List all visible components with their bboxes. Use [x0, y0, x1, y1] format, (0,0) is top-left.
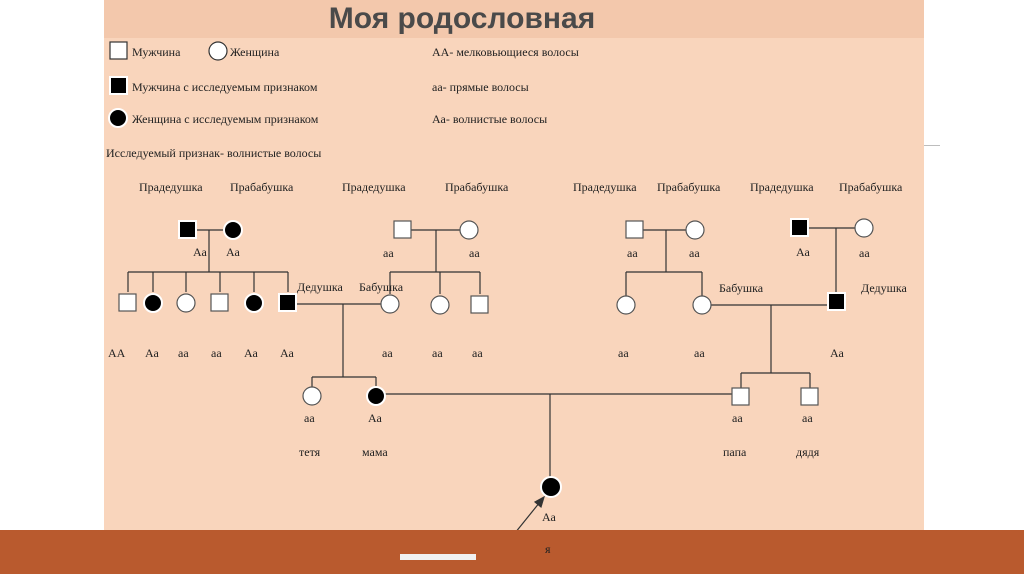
- ggf1-genotype: Аа: [193, 245, 207, 259]
- me-symbol: [540, 476, 562, 498]
- legend-female-label: Женщина: [230, 45, 280, 59]
- aunt-label: тетя: [299, 445, 321, 459]
- ggm1-label: Прабабушка: [230, 180, 294, 194]
- ggm2-label: Прабабушка: [445, 180, 509, 194]
- father-genotype: аа: [732, 411, 743, 425]
- me-genotype: Аа: [542, 510, 556, 524]
- c7-genotype: аа: [432, 346, 443, 360]
- ggm3-label: Прабабушка: [657, 180, 721, 194]
- legend-affected-male-symbol: [109, 76, 128, 95]
- grandfather-right-label: Дедушка: [861, 281, 907, 295]
- ggf2-label: Прадедушка: [342, 180, 406, 194]
- c1-genotype: АА: [108, 346, 126, 360]
- grandfather-left-label: Дедушка: [297, 280, 343, 294]
- ggf1-symbol: [178, 220, 197, 239]
- r1-symbol: [616, 295, 636, 315]
- r1-genotype: аа: [618, 346, 629, 360]
- grandmother-right-label: Бабушка: [719, 281, 764, 295]
- c2-genotype: Аа: [145, 346, 159, 360]
- ggm1-genotype: Аа: [226, 245, 240, 259]
- trait-description: Исследуемый признак- волнистые волосы: [106, 146, 322, 160]
- legend-affected-male-label: Мужчина с исследуемым признаком: [132, 80, 318, 94]
- father-label: папа: [723, 445, 747, 459]
- grandfather-right-symbol: [827, 292, 846, 311]
- ggm2-genotype: аа: [469, 246, 480, 260]
- mother-label: мама: [362, 445, 388, 459]
- grandmother-right-symbol: [692, 295, 712, 315]
- c8-symbol: [470, 295, 489, 314]
- legend-male-label: Мужчина: [132, 45, 181, 59]
- ggm4-genotype: аа: [859, 246, 870, 260]
- c1-symbol: [118, 293, 137, 312]
- c8-genotype: аа: [472, 346, 483, 360]
- c5-genotype: Аа: [244, 346, 258, 360]
- c7-symbol: [430, 295, 450, 315]
- footer-notch: [400, 554, 476, 560]
- ggm1-symbol: [223, 220, 243, 240]
- c3-symbol: [176, 293, 196, 313]
- c4-symbol: [210, 293, 229, 312]
- ggf4-genotype: Аа: [796, 245, 810, 259]
- divider-line: [924, 145, 940, 146]
- grandmother-right-genotype: аа: [694, 346, 705, 360]
- ggf3-label: Прадедушка: [573, 180, 637, 194]
- footer-band: [0, 530, 1024, 574]
- legend-genotype-AA: АА- мелковьющиеся волосы: [432, 45, 579, 59]
- uncle-label: дядя: [796, 445, 820, 459]
- ggf2-genotype: аа: [383, 246, 394, 260]
- c4-genotype: аа: [211, 346, 222, 360]
- father-symbol: [731, 387, 750, 406]
- ggm4-label: Прабабушка: [839, 180, 903, 194]
- legend-male-symbol: [109, 41, 128, 60]
- grandfather-left-symbol: [278, 293, 297, 312]
- legend-female-symbol: [208, 41, 228, 61]
- aunt-symbol: [302, 386, 322, 406]
- grandmother-left-symbol: [380, 294, 400, 314]
- ggf1-label: Прадедушка: [139, 180, 203, 194]
- ggm2-symbol: [459, 220, 479, 240]
- c2-symbol: [143, 293, 163, 313]
- uncle-genotype: аа: [802, 411, 813, 425]
- ggf2-symbol: [393, 220, 412, 239]
- content-panel: [104, 0, 924, 560]
- legend-affected-female-symbol: [108, 108, 128, 128]
- c5-symbol: [244, 293, 264, 313]
- c3-genotype: аа: [178, 346, 189, 360]
- me-label: я: [545, 542, 551, 556]
- legend-affected-female-label: Женщина с исследуемым признаком: [132, 112, 319, 126]
- ggm3-genotype: аа: [689, 246, 700, 260]
- grandfather-right-genotype: Аа: [830, 346, 844, 360]
- grandfather-left-genotype: Аа: [280, 346, 294, 360]
- aunt-genotype: аа: [304, 411, 315, 425]
- ggm3-symbol: [685, 220, 705, 240]
- mother-symbol: [366, 386, 386, 406]
- grandmother-left-label: Бабушка: [359, 280, 404, 294]
- grandmother-left-genotype: аа: [382, 346, 393, 360]
- mother-genotype: Аа: [368, 411, 382, 425]
- ggf3-symbol: [625, 220, 644, 239]
- page-title: Моя родословная: [328, 2, 596, 35]
- ggf4-symbol: [790, 218, 809, 237]
- ggf3-genotype: аа: [627, 246, 638, 260]
- ggm4-symbol: [854, 218, 874, 238]
- uncle-symbol: [800, 387, 819, 406]
- title-bar: [104, 0, 924, 38]
- legend-genotype-Aa: Аа- волнистые волосы: [432, 112, 548, 126]
- legend-genotype-aa: аа- прямые волосы: [432, 80, 529, 94]
- ggf4-label: Прадедушка: [750, 180, 814, 194]
